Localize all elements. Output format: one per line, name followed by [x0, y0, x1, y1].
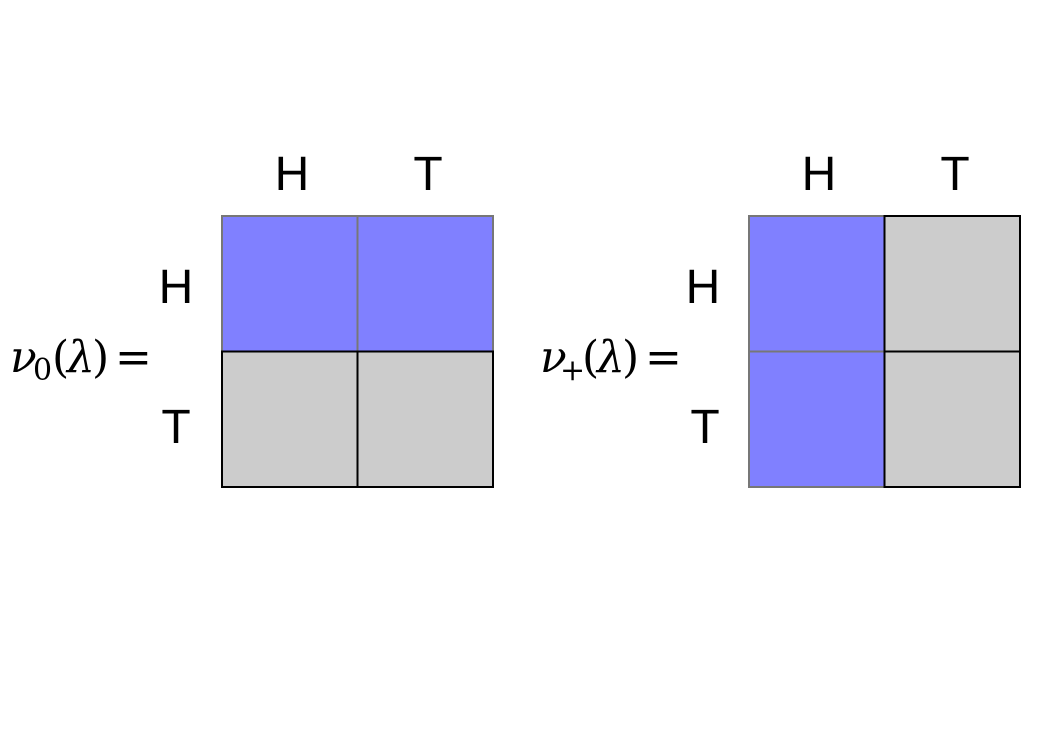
- lhs-paren-open: (: [52, 332, 69, 383]
- lhs-paren-close: ): [92, 332, 109, 383]
- row-header-h: H: [686, 261, 721, 314]
- col-header-t: T: [940, 148, 969, 201]
- cell-h-t-on: [356, 215, 494, 353]
- lhs-paren-open: (: [582, 332, 599, 383]
- lhs-arg: λ: [595, 332, 625, 383]
- col-header-h: H: [275, 148, 310, 201]
- cell-t-t-off: [883, 350, 1021, 488]
- cell-border: [356, 350, 494, 488]
- lhs-arg: λ: [65, 332, 95, 383]
- cell-t-t-off: [356, 350, 494, 488]
- lhs-subscript: +: [560, 353, 585, 388]
- lhs-paren-close: ): [622, 332, 639, 383]
- cell-h-h-on: [221, 215, 359, 353]
- row-header-t: T: [161, 401, 190, 454]
- lhs-symbol: ν: [540, 332, 567, 383]
- cell-border: [883, 350, 1021, 488]
- lhs-subscript: 0: [33, 353, 52, 388]
- cell-h-t-off: [883, 215, 1021, 353]
- panel-nu-plus: ν + ( λ ) = H T H T: [540, 148, 1021, 488]
- grid-nu-plus: [748, 215, 1021, 488]
- lhs-equals: =: [115, 332, 152, 383]
- panel-nu-zero: ν 0 ( λ ) = H T H T: [10, 148, 494, 488]
- lhs-equals: =: [645, 332, 682, 383]
- grid-nu-zero: [221, 215, 494, 488]
- cell-t-h-on: [748, 350, 886, 488]
- cell-h-h-on: [748, 215, 886, 353]
- row-header-h: H: [159, 261, 194, 314]
- lhs-symbol: ν: [10, 332, 37, 383]
- cell-t-h-off: [221, 350, 359, 488]
- col-header-h: H: [802, 148, 837, 201]
- row-header-t: T: [690, 401, 719, 454]
- col-header-t: T: [413, 148, 442, 201]
